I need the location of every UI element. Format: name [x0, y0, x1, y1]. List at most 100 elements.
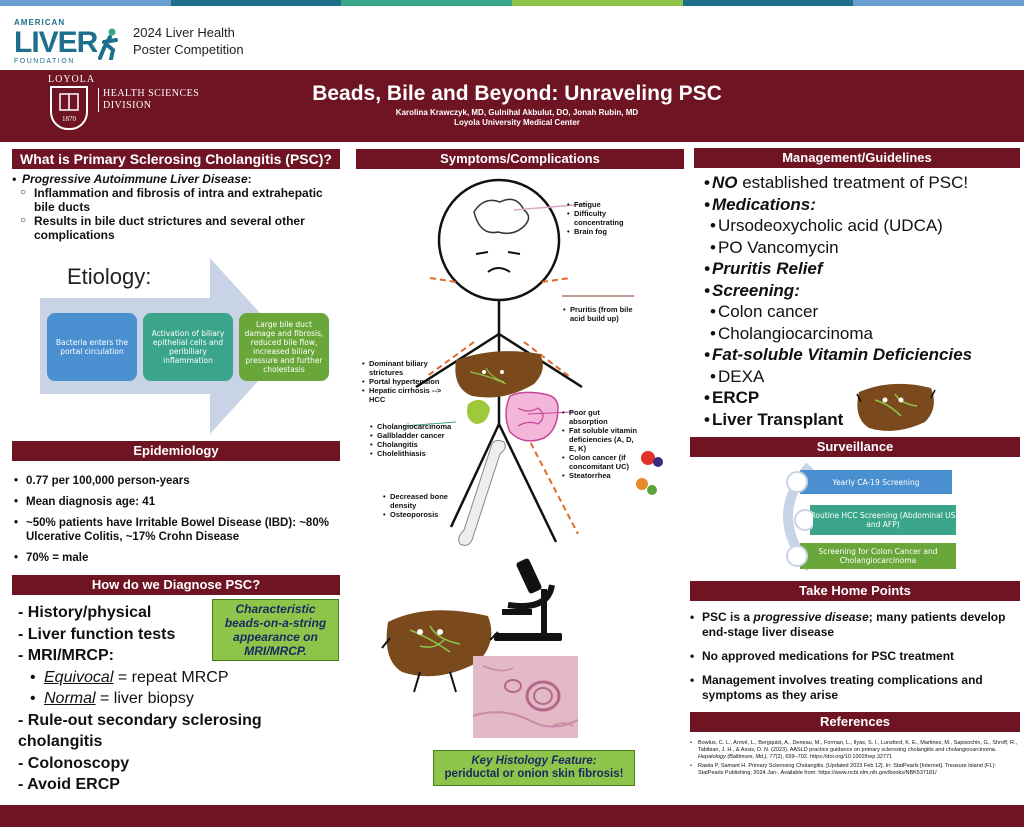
- annotation-item: Poor gut absorption: [562, 408, 638, 426]
- loyola-name: LOYOLA: [48, 74, 96, 85]
- logo-text-top: AMERICAN: [14, 18, 66, 27]
- no-treatment-emphasis: NO: [712, 173, 738, 192]
- list-item: Fat-soluble Vitamin Deficiencies: [704, 344, 1014, 366]
- gallbladder-icon: [467, 399, 490, 424]
- reference-item: Rawla P, Samant H. Primary Sclerosing Ch…: [690, 763, 1020, 777]
- bone-icon: [458, 439, 506, 546]
- list-item: DEXA: [704, 366, 1014, 388]
- list-item: Normal = liver biopsy: [18, 688, 318, 710]
- take-home-heading: Take Home Points: [690, 581, 1020, 601]
- psc-definition: Progressive Autoimmune Liver Disease: [22, 172, 248, 186]
- epidemiology-heading: Epidemiology: [12, 441, 340, 461]
- etiology-step-2: Activation of biliary epithelial cells a…: [143, 313, 233, 381]
- logo-text-liver: LIVER: [14, 26, 98, 59]
- list-item: Cholangiocarcinoma: [704, 323, 1014, 345]
- surveillance-item-1: Yearly CA-19 Screening: [800, 470, 952, 494]
- list-item: 0.77 per 100,000 person-years: [14, 474, 344, 488]
- loyola-division: HEALTH SCIENCES DIVISION: [98, 88, 199, 112]
- reference-1-tail: (2), 659–702. https://doi.org/10.1002/he…: [775, 754, 893, 760]
- american-liver-foundation-logo: AMERICAN LIVER FOUNDATION: [14, 18, 118, 68]
- annotation-item: Fatigue: [567, 200, 642, 209]
- list-item: 70% = male: [14, 551, 344, 565]
- list-item: No approved medications for PSC treatmen…: [690, 649, 1020, 664]
- skin-annotation: Pruritis (from bile acid build up): [563, 305, 633, 323]
- normal-label: Normal: [44, 690, 96, 707]
- brand-header: AMERICAN LIVER FOUNDATION 2024 Liver Hea…: [0, 6, 1024, 70]
- etiology-title: Etiology:: [67, 264, 152, 289]
- list-item: - Liver function tests: [18, 625, 176, 643]
- surveillance-item-3: Screening for Colon Cancer and Cholangio…: [800, 543, 956, 569]
- biliary-cancer-annotation: Cholangiocarcinoma Gallbladder cancer Ch…: [370, 422, 462, 458]
- annotation-item: Osteoporosis: [383, 510, 455, 519]
- annotation-item: Cholangiocarcinoma: [370, 422, 462, 431]
- reference-item: Bowlus, C. L., Arrivé, L., Bergquist, A.…: [690, 740, 1020, 761]
- list-item: Ursodeoxycholic acid (UDCA): [704, 215, 1014, 237]
- reference-1-journal: Hepatology (Baltimore, Md.), 77: [698, 754, 776, 760]
- etiology-step-1: Bacteria enters the portal circulation: [47, 313, 137, 381]
- surveillance-heading: Surveillance: [690, 437, 1020, 457]
- liver-annotation: Dominant biliary strictures Portal hyper…: [362, 359, 452, 404]
- list-item: PO Vancomycin: [704, 237, 1014, 259]
- management-heading: Management/Guidelines: [694, 148, 1020, 168]
- annotation-item: Decreased bone density: [383, 492, 455, 510]
- references-heading: References: [690, 712, 1020, 732]
- mrcp-callout: Characteristic beads-on-a-string appeara…: [212, 599, 339, 661]
- bone-annotation: Decreased bone density Osteoporosis: [383, 492, 455, 519]
- list-item: - History/physical: [18, 604, 152, 621]
- histology-callout: Key Histology Feature: periductal or oni…: [433, 750, 635, 786]
- annotation-item: Pruritis (from bile acid build up): [563, 305, 633, 323]
- poster-authors: Karolina Krawczyk, MD, Gulnihal Akbulut,…: [395, 108, 639, 117]
- liver-icon: [455, 351, 543, 398]
- liver-mascot-icon: [856, 383, 936, 431]
- annotation-item: Gallbladder cancer: [370, 431, 462, 440]
- annotation-item: Dominant biliary strictures: [362, 359, 452, 377]
- diagnose-list: - History/physical - Liver function test…: [18, 602, 318, 796]
- poster-title: Beads, Bile and Beyond: Unraveling PSC: [312, 82, 722, 105]
- list-item: PSC is a progressive disease; many patie…: [690, 610, 1020, 640]
- reference-1-text: Bowlus, C. L., Arrivé, L., Bergquist, A.…: [698, 740, 1018, 753]
- list-item: Liver Transplant: [704, 409, 1014, 431]
- intestines-icon: [505, 391, 559, 442]
- competition-line-1: 2024 Liver Health: [133, 25, 235, 40]
- annotation-item: Cholelithiasis: [370, 449, 462, 458]
- etiology-step-3: Large bile duct damage and fibrosis, red…: [239, 313, 329, 381]
- take-home-list: PSC is a progressive disease; many patie…: [690, 610, 1020, 712]
- brain-annotation: Fatigue Difficulty concentrating Brain f…: [567, 200, 642, 236]
- what-is-psc-list: Progressive Autoimmune Liver Disease: In…: [12, 172, 342, 242]
- management-list: NO established treatment of PSC! Medicat…: [704, 172, 1014, 430]
- loyola-crest-icon: 1870: [50, 86, 88, 130]
- list-item: Screening:: [704, 280, 1014, 302]
- list-item: - Avoid ERCP: [18, 776, 120, 793]
- top-color-strip: [0, 0, 1024, 6]
- liver-character-icon: [381, 610, 499, 693]
- stick-figure-diagram: [403, 178, 663, 546]
- epidemiology-list: 0.77 per 100,000 person-years Mean diagn…: [14, 474, 344, 572]
- annotation-item: Colon cancer (if concomitant UC): [562, 453, 638, 471]
- surveillance-item-2: Routine HCC Screening (Abdominal US and …: [810, 505, 956, 535]
- annotation-item: Cholangitis: [370, 440, 462, 449]
- take-home-1-b: ; many patients develop end-stage liver …: [702, 610, 1006, 639]
- loyola-division-line-1: HEALTH SCIENCES: [103, 88, 200, 99]
- title-band: LOYOLA 1870 HEALTH SCIENCES DIVISION Bea…: [0, 70, 1024, 142]
- loyola-year: 1870: [62, 115, 77, 123]
- poster-institution: Loyola University Medical Center: [454, 118, 580, 127]
- list-item: Colon cancer: [704, 301, 1014, 323]
- head-outline: [437, 178, 561, 302]
- list-item: Medications:: [704, 194, 1014, 216]
- list-item: Inflammation and fibrosis of intra and e…: [12, 186, 342, 214]
- normal-rest: = liver biopsy: [95, 690, 194, 707]
- list-item: Progressive Autoimmune Liver Disease:: [12, 172, 342, 186]
- equivocal-label: Equivocal: [44, 668, 114, 686]
- list-item: Management involves treating complicatio…: [690, 673, 1020, 703]
- equivocal-rest: = repeat MRCP: [113, 668, 229, 686]
- competition-line-2: Poster Competition: [133, 42, 244, 57]
- references-list: Bowlus, C. L., Arrivé, L., Bergquist, A.…: [690, 740, 1020, 779]
- list-item: - Colonoscopy: [18, 754, 130, 772]
- fruit-icon: [641, 451, 655, 465]
- loyola-division-line-2: DIVISION: [103, 100, 152, 111]
- surveillance-circles: [786, 471, 813, 567]
- annotation-item: Difficulty concentrating: [567, 209, 642, 227]
- brain-icon: [473, 198, 530, 235]
- list-item: NO established treatment of PSC!: [704, 172, 1014, 194]
- list-item: - Rule-out secondary sclerosing cholangi…: [18, 711, 262, 751]
